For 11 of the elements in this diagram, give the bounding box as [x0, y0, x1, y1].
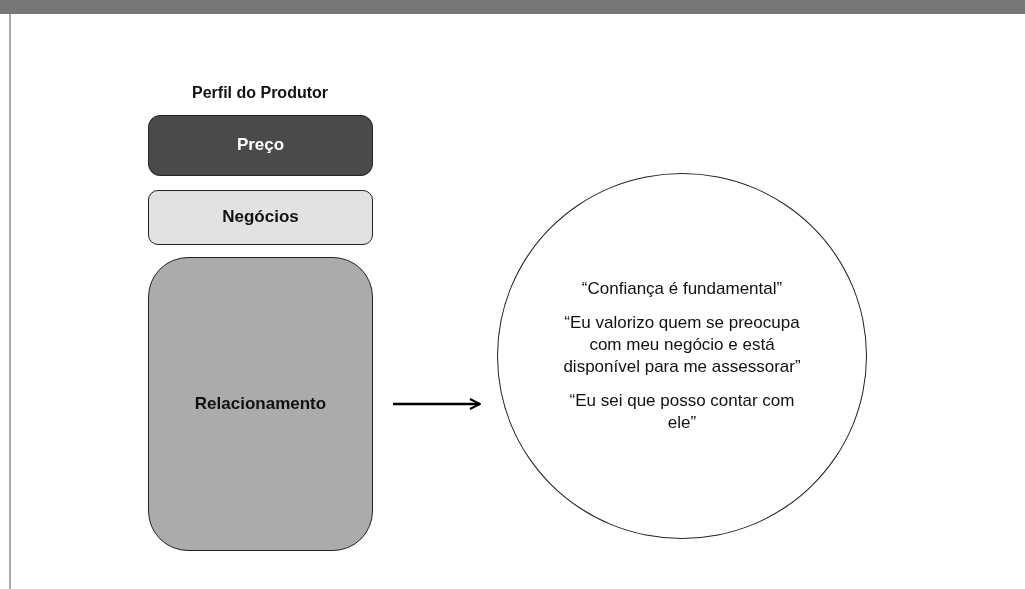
quote-text: “Confiança é fundamental”: [581, 277, 783, 300]
arrow: [393, 398, 481, 410]
process-box: [148, 190, 373, 245]
box-label: Relacionamento: [194, 392, 327, 415]
process-box: [148, 115, 373, 176]
process-box: [148, 257, 373, 551]
box-label: Negócios: [222, 206, 299, 229]
box-label: Preço: [236, 134, 285, 157]
quote-text: “Eu sei que posso contar com ele”: [568, 390, 796, 435]
quote-text: “Eu valorizo quem se preocupa com meu negócio e está disponível para me assessorar”: [562, 311, 802, 378]
diagram-title: Perfil do Produtor: [191, 84, 329, 102]
